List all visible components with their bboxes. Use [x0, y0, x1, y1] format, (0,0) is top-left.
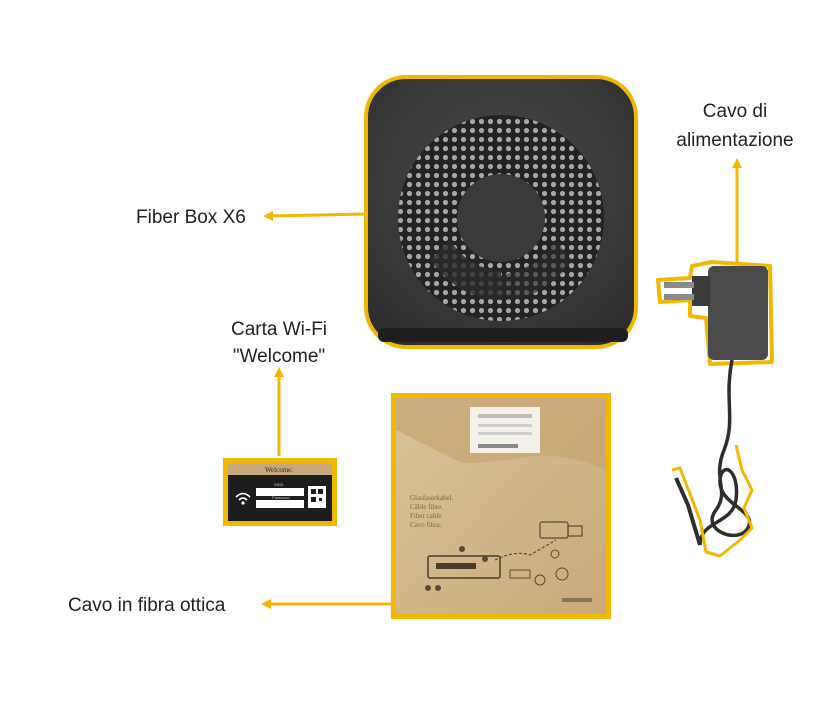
- package-text-line-3: Fiber cable.: [410, 512, 443, 520]
- wifi-card-label-line2: "Welcome": [232, 346, 326, 367]
- power-cable-label: Cavo di alimentazione: [662, 100, 808, 152]
- package-text-line-4: Cavo fibra.: [410, 521, 442, 529]
- wifi-card-label: Carta Wi-Fi "Welcome": [214, 318, 344, 368]
- power-cable-label-line2: alimentazione: [676, 130, 794, 151]
- power-adapter: [656, 260, 774, 558]
- package-text-line-2: Câble fibre.: [410, 503, 443, 511]
- wifi-card-password-label: Password: [272, 495, 290, 500]
- wifi-card-label-line1: Carta Wi-Fi: [230, 319, 328, 340]
- wifi-card-ssid-label: SSID: [274, 482, 283, 487]
- package-text-line-1: Glasfaserkabel.: [410, 494, 454, 502]
- fiber-cable-label: Cavo in fibra ottica: [68, 595, 226, 616]
- fiber-box-label: Fiber Box X6: [136, 207, 246, 228]
- wifi-card-title: Welcome.: [265, 466, 293, 474]
- fiber-box-arrow: [263, 210, 369, 221]
- wifi-card: Welcome. SSID Password: [223, 458, 337, 526]
- fiber-cable-package: Glasfaserkabel. Câble fibre. Fiber cable…: [391, 393, 611, 619]
- power-cable-label-line1: Cavo di: [702, 101, 768, 122]
- fiber-box-router: [364, 75, 638, 349]
